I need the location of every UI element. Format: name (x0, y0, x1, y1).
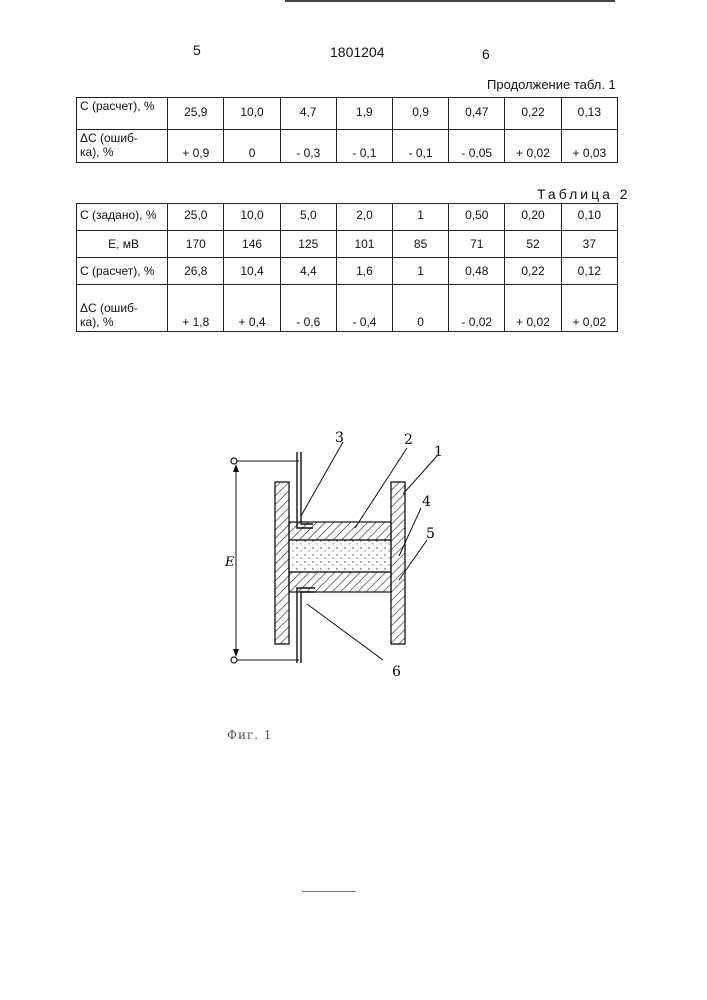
table-cell: 0,13 (561, 98, 617, 130)
figure-caption: Фиг. 1 (227, 728, 273, 742)
table-cell: - 0,4 (336, 285, 392, 332)
table-cell: 1 (393, 204, 449, 231)
table-row: С (расчет), % 25,9 10,0 4,7 1,9 0,9 0,47… (77, 98, 618, 130)
layer-2 (289, 522, 391, 540)
table-row: С (задано), % 25,0 10,0 5,0 2,0 1 0,50 0… (77, 204, 618, 231)
table-cell: + 0,02 (505, 285, 561, 332)
table-cell: 5,0 (280, 204, 336, 231)
table-cell: 0,10 (561, 204, 617, 231)
table-cell: 170 (168, 231, 224, 258)
row-label-line1: ΔС (ошиб- (80, 301, 138, 315)
table-cell: - 0,6 (280, 285, 336, 332)
row-label: Е, мВ (77, 231, 168, 258)
footer-rule (302, 891, 356, 892)
table-cell: 10,4 (224, 258, 280, 285)
table-cell: 10,0 (224, 204, 280, 231)
housing-left-wall (275, 482, 289, 644)
table1-continuation-caption: Продолжение табл. 1 (487, 77, 616, 92)
label-1: 1 (434, 444, 443, 460)
table-cell: 37 (561, 231, 617, 258)
table-cell: 4,7 (280, 98, 336, 130)
row-label-line2: ка), % (80, 145, 114, 159)
housing-right-wall (391, 482, 405, 644)
patent-number: 1801204 (330, 44, 385, 60)
table-1-continuation: С (расчет), % 25,9 10,0 4,7 1,9 0,9 0,47… (76, 97, 618, 163)
table-cell: 0,50 (449, 204, 505, 231)
table-cell: 2,0 (336, 204, 392, 231)
row-label: С (расчет), % (77, 258, 168, 285)
label-4: 4 (422, 494, 431, 510)
layer-5 (289, 572, 391, 592)
table-cell: + 0,03 (561, 130, 617, 163)
table-cell: - 0,1 (336, 130, 392, 163)
row-label: С (расчет), % (77, 98, 168, 130)
table-cell: - 0,05 (449, 130, 505, 163)
table2-caption: Таблица 2 (537, 186, 631, 202)
table-row: Е, мВ 170 146 125 101 85 71 52 37 (77, 231, 618, 258)
table-row: ΔС (ошиб-ка), % + 1,8 + 0,4 - 0,6 - 0,4 … (77, 285, 618, 332)
table-cell: 52 (505, 231, 561, 258)
row-label: ΔС (ошиб-ка), % (77, 130, 168, 163)
page-number-left: 5 (193, 42, 201, 58)
terminal-top (231, 458, 237, 464)
table-cell: 0,22 (505, 98, 561, 130)
table-cell: - 0,02 (449, 285, 505, 332)
table-cell: 101 (336, 231, 392, 258)
electrode-3 (297, 452, 313, 528)
label-5: 5 (426, 526, 435, 542)
table-cell: + 1,8 (168, 285, 224, 332)
table-cell: 1,6 (336, 258, 392, 285)
table-cell: 25,0 (168, 204, 224, 231)
table-cell: 1,9 (336, 98, 392, 130)
terminal-bottom (231, 657, 237, 663)
row-label: ΔС (ошиб-ка), % (77, 285, 168, 332)
table-row: ΔС (ошиб-ка), % + 0,9 0 - 0,3 - 0,1 - 0,… (77, 130, 618, 163)
table-cell: 85 (393, 231, 449, 258)
label-6: 6 (392, 664, 401, 680)
top-border-line (285, 0, 615, 2)
row-label: С (задано), % (77, 204, 168, 231)
label-2: 2 (404, 432, 413, 448)
table-cell: 4,4 (280, 258, 336, 285)
table-cell: - 0,1 (392, 130, 448, 163)
table-cell: 26,8 (168, 258, 224, 285)
table-cell: 0,48 (449, 258, 505, 285)
row-label-line1: ΔС (ошиб- (80, 131, 138, 145)
label-3: 3 (335, 430, 344, 446)
table-cell: 0,12 (561, 258, 617, 285)
table-cell: 0 (393, 285, 449, 332)
page-number-right: 6 (482, 46, 490, 62)
table-cell: 0,47 (449, 98, 505, 130)
table-cell: + 0,9 (168, 130, 224, 163)
table-cell: 0 (224, 130, 280, 163)
table-cell: 0,20 (505, 204, 561, 231)
table-cell: 125 (280, 231, 336, 258)
table-cell: 71 (449, 231, 505, 258)
table-cell: 146 (224, 231, 280, 258)
row-label-line2: ка), % (80, 315, 114, 329)
table-cell: - 0,3 (280, 130, 336, 163)
table-cell: 0,9 (392, 98, 448, 130)
table-cell: + 0,4 (224, 285, 280, 332)
table-row: С (расчет), % 26,8 10,4 4,4 1,6 1 0,48 0… (77, 258, 618, 285)
table-2: С (задано), % 25,0 10,0 5,0 2,0 1 0,50 0… (76, 203, 618, 332)
table-cell: + 0,02 (505, 130, 561, 163)
cell-diagram: E 3 2 1 4 5 6 (215, 420, 455, 690)
table-cell: 1 (393, 258, 449, 285)
table-cell: 0,22 (505, 258, 561, 285)
table-cell: + 0,02 (561, 285, 617, 332)
layer-4 (289, 540, 391, 572)
electrode-6 (297, 588, 315, 663)
table-cell: 25,9 (168, 98, 224, 130)
table-cell: 10,0 (224, 98, 280, 130)
label-e: E (224, 555, 235, 570)
